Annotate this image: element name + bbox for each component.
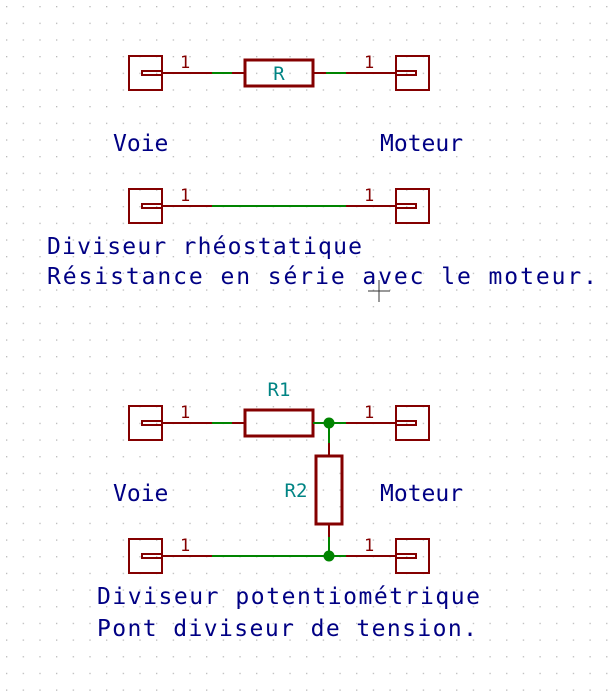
- crosshair-cursor-icon: [368, 280, 390, 302]
- circuit-potentiometric-divider: R1 R2 1 1 Voie Moteur 1 1 Diviseur poten…: [97, 379, 480, 642]
- junction-dot: [323, 417, 335, 429]
- label-voie: Voie: [113, 131, 168, 157]
- description-rheostatic: Résistance en série avec le moteur.: [47, 264, 597, 290]
- pin-number: 1: [364, 536, 374, 556]
- connector-moteur-bottom[interactable]: [395, 188, 430, 224]
- pin-number: 1: [180, 403, 190, 423]
- title-potentiometric: Diviseur potentiométrique: [97, 584, 480, 610]
- connector-moteur-top[interactable]: [395, 405, 430, 441]
- connector-moteur-top[interactable]: [395, 55, 430, 91]
- pin-number: 1: [180, 53, 190, 73]
- circuit-rheostatic-divider: R 1 1 Voie Moteur 1 1 Diviseur rhéostati…: [47, 53, 597, 290]
- resistor-ref: R: [273, 63, 285, 85]
- title-rheostatic: Diviseur rhéostatique: [47, 234, 362, 260]
- pin-number: 1: [180, 536, 190, 556]
- label-moteur: Moteur: [380, 481, 463, 507]
- pin-number: 1: [364, 403, 374, 423]
- pin-number: 1: [364, 186, 374, 206]
- pin-number: 1: [364, 53, 374, 73]
- resistor-ref-r2: R2: [285, 480, 308, 502]
- description-potentiometric: Pont diviseur de tension.: [97, 616, 477, 642]
- label-moteur: Moteur: [380, 131, 463, 157]
- resistor-ref-r1: R1: [268, 379, 291, 401]
- label-voie: Voie: [113, 481, 168, 507]
- connector-moteur-bottom[interactable]: [395, 538, 430, 574]
- pin-number: 1: [180, 186, 190, 206]
